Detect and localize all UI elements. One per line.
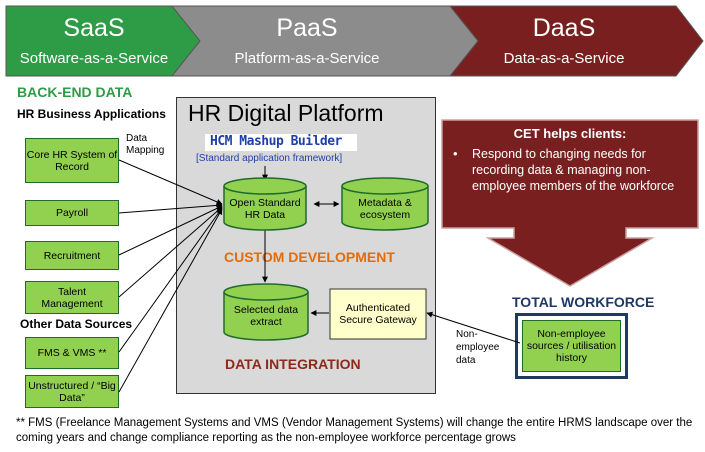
core-hr-label: Core HR System of Record	[26, 148, 118, 173]
framework-caption: [Standard application framework]	[196, 153, 343, 164]
non-employee-data-label: Non- employee data	[456, 329, 500, 366]
chevron-banner	[5, 5, 704, 77]
gateway-label: Authenticated Secure Gateway	[339, 302, 417, 326]
paas-title: PaaS	[276, 14, 338, 42]
big-data-label: Unstructured / “Big Data”	[28, 379, 116, 404]
custom-development-label: CUSTOM DEVELOPMENT	[224, 249, 395, 265]
cet-bullet-dot: •	[453, 146, 458, 161]
non-employee-sources-label: Non-employee sources / utilisation histo…	[526, 328, 617, 364]
payroll-label: Payroll	[55, 207, 89, 219]
daas-chevron	[448, 5, 704, 77]
platform-title: HR Digital Platform	[188, 100, 384, 126]
metadata-label: Metadata & ecosystem	[358, 197, 412, 221]
footnote: ** FMS (Freelance Management Systems and…	[16, 417, 693, 444]
framework-name: HCM Mashup Builder	[210, 134, 342, 149]
hr-apps-heading: HR Business Applications	[17, 107, 166, 121]
daas-label: DaaS Data-as-a-Service	[470, 14, 658, 68]
non-employee-sources-box: Non-employee sources / utilisation histo…	[522, 320, 621, 372]
saas-title: SaaS	[63, 14, 125, 42]
core-hr-box: Core HR System of Record	[25, 138, 119, 183]
recruitment-box: Recruitment	[25, 241, 119, 270]
fms-vms-box: FMS & VMS **	[25, 337, 119, 369]
cet-callout-shape	[441, 119, 699, 287]
other-sources-heading: Other Data Sources	[20, 317, 133, 331]
open-standard-label: Open Standard HR Data	[229, 197, 301, 221]
total-workforce-heading: TOTAL WORKFORCE	[512, 294, 655, 310]
daas-title: DaaS	[532, 14, 596, 42]
recruitment-label: Recruitment	[43, 249, 101, 262]
talent-management-box: Talent Management	[25, 281, 119, 314]
talent-management-label: Talent Management	[41, 285, 103, 310]
data-mapping-label: Data Mapping	[126, 133, 165, 156]
paas-label: PaaS Platform-as-a-Service	[200, 14, 414, 68]
paas-subtitle: Platform-as-a-Service	[234, 50, 380, 67]
cet-bullet-text: Respond to changing needs for recording …	[472, 147, 675, 193]
data-integration-label: DATA INTEGRATION	[225, 356, 361, 372]
cet-heading: CET helps clients:	[513, 126, 627, 141]
payroll-box: Payroll	[25, 200, 119, 226]
framework-name-badge	[205, 134, 357, 151]
fms-vms-label: FMS & VMS **	[37, 347, 107, 359]
extract-label: Selected data extract	[233, 304, 299, 328]
saas-label: SaaS Software-as-a-Service	[6, 14, 182, 68]
backend-heading: BACK-END DATA	[17, 84, 133, 100]
daas-subtitle: Data-as-a-Service	[503, 50, 625, 67]
big-data-box: Unstructured / “Big Data”	[25, 375, 119, 408]
saas-subtitle: Software-as-a-Service	[19, 50, 169, 67]
